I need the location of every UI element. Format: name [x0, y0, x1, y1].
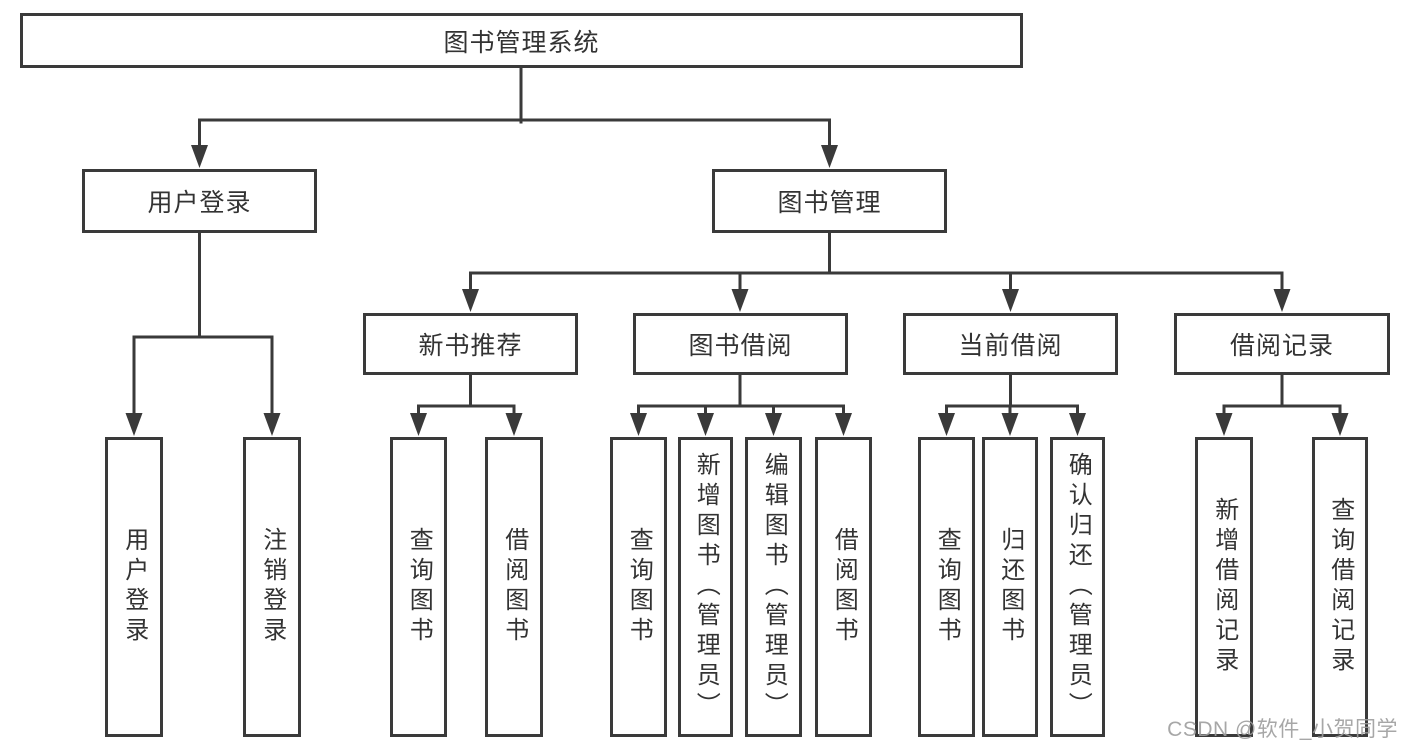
node-new-book-recommendation: 新书推荐: [363, 313, 578, 375]
leaf-query-books-recommend: 查询图书: [390, 437, 447, 737]
leaf-borrow-books-borrowing: 借阅图书: [815, 437, 872, 737]
leaf-add-books-admin: 新增图书（管理员）: [678, 437, 733, 737]
leaf-logout: 注销登录: [243, 437, 301, 737]
leaf-query-borrow-record: 查询借阅记录: [1312, 437, 1368, 737]
watermark: CSDN @软件_小贺同学: [1167, 718, 1398, 741]
leaf-add-borrow-record: 新增借阅记录: [1195, 437, 1253, 737]
leaf-return-books: 归还图书: [982, 437, 1038, 737]
node-book-management: 图书管理: [712, 169, 947, 233]
leaf-user-login: 用户登录: [105, 437, 163, 737]
leaf-edit-books-admin: 编辑图书（管理员）: [745, 437, 802, 737]
leaf-query-books-current: 查询图书: [918, 437, 975, 737]
leaf-borrow-books-recommend: 借阅图书: [485, 437, 543, 737]
leaf-query-books-borrowing: 查询图书: [610, 437, 667, 737]
leaf-confirm-return-admin: 确认归还（管理员）: [1050, 437, 1105, 737]
node-book-borrowing: 图书借阅: [633, 313, 848, 375]
node-current-borrowing: 当前借阅: [903, 313, 1118, 375]
node-user-login: 用户登录: [82, 169, 317, 233]
node-borrowing-records: 借阅记录: [1174, 313, 1390, 375]
node-library-management-system: 图书管理系统: [20, 13, 1023, 68]
